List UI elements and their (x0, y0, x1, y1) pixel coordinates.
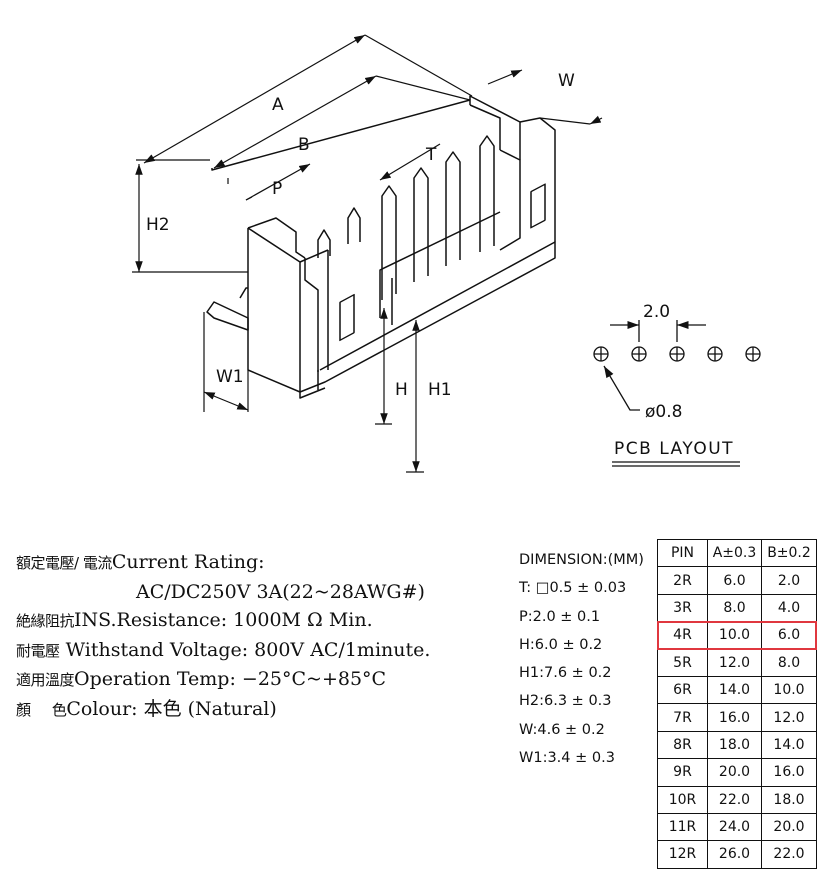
cell-b: 20.0 (761, 812, 817, 842)
specifications: 額定電壓/ 電流Current Rating: AC/DC250V 3A(22~… (16, 548, 516, 724)
pcb-layout (593, 320, 761, 467)
dimension-item: W:4.6 ± 0.2 (519, 721, 605, 738)
spec-text: Operation Temp: −25°C~+85°C (74, 668, 387, 690)
spec-text: INS.Resistance: 1000M Ω Min. (74, 609, 373, 631)
cell-a: 22.0 (707, 785, 762, 814)
cell-pin: 9R (657, 758, 708, 787)
header-a: A±0.3 (707, 538, 762, 568)
cell-pin: 8R (657, 730, 708, 760)
label-a: A (272, 95, 284, 115)
label-b: B (298, 135, 310, 155)
cell-pin: 2R (657, 566, 708, 595)
spec-text: AC/DC250V 3A(22~28AWG#) (136, 580, 425, 603)
label-w1: W1 (216, 367, 244, 387)
cell-a: 26.0 (707, 840, 762, 869)
pins (206, 135, 495, 331)
cell-pin: 7R (657, 703, 708, 732)
cell-a: 10.0 (707, 621, 762, 650)
cell-a: 16.0 (707, 703, 762, 732)
cell-pin: 4R (657, 621, 708, 650)
housing-outline (211, 95, 556, 399)
header-pin: PIN (657, 538, 708, 568)
cell-pin: 5R (657, 648, 708, 677)
spec-cjk: 耐電壓 (16, 641, 60, 660)
pcb-caption: PCB LAYOUT (614, 439, 734, 459)
cell-a: 14.0 (707, 675, 762, 705)
cell-b: 22.0 (761, 840, 817, 869)
dimension-list: DIMENSION:(MM) T: □0.5 ± 0.03 P:2.0 ± 0.… (519, 546, 644, 772)
cell-a: 6.0 (707, 566, 762, 595)
label-h: H (395, 380, 408, 400)
spec-colour: 顏 色Colour: 本色 (Natural) (16, 695, 516, 725)
cell-b: 18.0 (761, 785, 817, 814)
cell-pin: 10R (657, 785, 708, 814)
cell-a: 20.0 (707, 758, 762, 787)
dimension-item: W1:3.4 ± 0.3 (519, 750, 615, 767)
spec-withstand: 耐電壓 Withstand Voltage: 800V AC/1minute. (16, 636, 516, 666)
spec-cjk: 額定電壓/ 電流 (16, 554, 112, 572)
cell-a: 24.0 (707, 812, 762, 842)
label-h2: H2 (146, 215, 170, 235)
spec-cjk: 顏 色 (16, 700, 67, 719)
spec-cjk: 適用溫度 (16, 671, 75, 689)
cell-b: 4.0 (761, 593, 817, 623)
spec-temperature: 適用溫度Operation Temp: −25°C~+85°C (16, 665, 516, 695)
dimension-item: T: □0.5 ± 0.03 (519, 580, 627, 597)
spec-current-rating: 額定電壓/ 電流Current Rating: (16, 548, 516, 578)
dimension-item: H:6.0 ± 0.2 (519, 636, 603, 653)
label-t: T (425, 145, 437, 165)
cell-pin: 3R (657, 593, 708, 623)
cell-a: 12.0 (707, 648, 762, 677)
cell-a: 18.0 (707, 730, 762, 760)
pin-table-header: PIN A±0.3 B±0.2 (657, 538, 817, 568)
dimension-item: H1:7.6 ± 0.2 (519, 665, 612, 682)
spec-text: Colour: 本色 (Natural) (66, 697, 277, 720)
dimension-header: DIMENSION:(MM) (519, 552, 644, 568)
cell-b: 12.0 (761, 703, 817, 732)
cell-pin: 6R (657, 675, 708, 705)
cell-b: 10.0 (761, 675, 817, 705)
cell-b: 8.0 (761, 648, 817, 677)
cell-pin: 11R (657, 812, 708, 842)
spec-cjk: 絶緣阻抗 (16, 612, 75, 630)
cell-b: 16.0 (761, 758, 817, 787)
label-h1: H1 (428, 380, 452, 400)
spec-text: Current Rating: (111, 551, 265, 573)
spec-rating-value: AC/DC250V 3A(22~28AWG#) (16, 578, 516, 607)
label-w: W (558, 71, 575, 91)
dimension-item: H2:6.3 ± 0.3 (519, 693, 612, 710)
cell-b: 14.0 (761, 730, 817, 760)
cell-a: 8.0 (707, 593, 762, 623)
spec-text: Withstand Voltage: 800V AC/1minute. (65, 638, 431, 661)
cell-b: 2.0 (761, 566, 817, 595)
pcb-pitch-label: 2.0 (643, 302, 670, 322)
header-b: B±0.2 (761, 538, 817, 568)
dimension-item: P:2.0 ± 0.1 (519, 608, 601, 625)
cell-b: 6.0 (761, 621, 817, 650)
label-p: P (272, 179, 282, 199)
dimension-lines (132, 34, 603, 473)
pcb-hole-label: ø0.8 (645, 402, 682, 422)
spec-insulation: 絶緣阻抗INS.Resistance: 1000M Ω Min. (16, 606, 516, 636)
cell-pin: 12R (657, 840, 708, 869)
